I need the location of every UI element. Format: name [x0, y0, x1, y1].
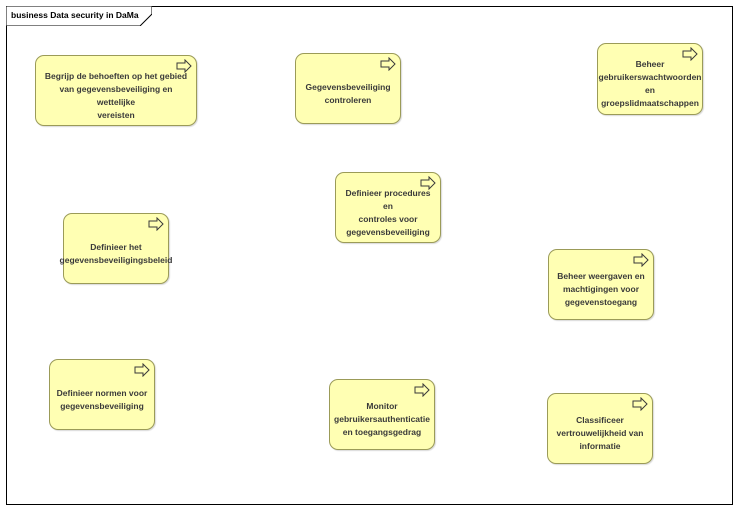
process-label: Definieer normen voor gegevensbeveiligin… [56, 387, 148, 411]
process-label: Definieer het gegevensbeveiligingsbeleid [59, 241, 173, 265]
process-classificeer[interactable]: Classificeer vertrouwelijkheid van infor… [547, 393, 653, 464]
process-arrow-icon [134, 363, 150, 377]
process-controleren[interactable]: Gegevensbeveiliging controleren [295, 53, 401, 124]
process-beleid[interactable]: Definieer het gegevensbeveiligingsbeleid [60, 213, 172, 284]
process-normen[interactable]: Definieer normen voor gegevensbeveiligin… [49, 359, 155, 430]
diagram-frame [6, 6, 733, 505]
diagram-title: business Data security in DaMa [11, 10, 139, 20]
process-label: Begrijp de behoeften op het gebied van g… [44, 70, 188, 120]
process-weergaven[interactable]: Beheer weergaven en machtigingen voor ge… [548, 249, 654, 320]
process-label: Gegevensbeveiliging controleren [305, 81, 391, 105]
frame-tab-outline [6, 6, 152, 26]
process-arrow-icon [380, 57, 396, 71]
process-arrow-icon [420, 176, 436, 190]
process-label: Beheer gebruikerswachtwoorden en groepsl… [598, 59, 702, 108]
process-begrijp[interactable]: Begrijp de behoeften op het gebied van g… [35, 55, 197, 126]
process-procedures[interactable]: Definieer procedures en controles voor g… [335, 172, 441, 243]
process-label: Monitor gebruikersauthenticatie en toega… [334, 401, 430, 437]
process-arrow-icon [632, 397, 648, 411]
process-label: Definieer procedures en controles voor g… [345, 187, 431, 237]
diagram-frame-tab: business Data security in DaMa [6, 6, 152, 26]
process-arrow-icon [148, 217, 164, 231]
process-label: Beheer weergaven en machtigingen voor ge… [557, 271, 645, 307]
process-arrow-icon [633, 253, 649, 267]
process-arrow-icon [682, 47, 698, 61]
process-arrow-icon [414, 383, 430, 397]
process-label: Classificeer vertrouwelijkheid van infor… [556, 415, 644, 451]
process-wachtwoorden[interactable]: Beheer gebruikerswachtwoorden en groepsl… [597, 43, 703, 115]
process-arrow-icon [176, 59, 192, 73]
process-monitor[interactable]: Monitor gebruikersauthenticatie en toega… [329, 379, 435, 450]
